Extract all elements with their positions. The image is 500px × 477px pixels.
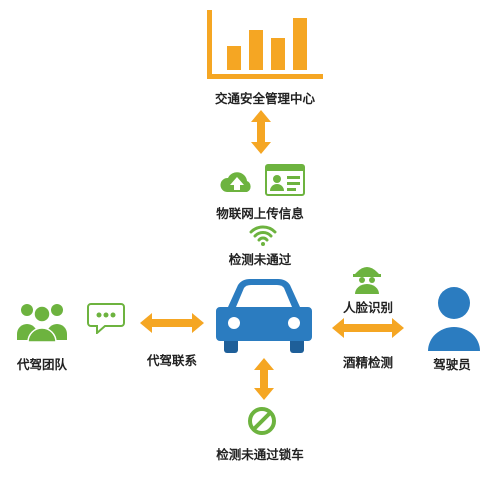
wifi-icon bbox=[249, 224, 277, 246]
car-icon bbox=[214, 277, 314, 355]
driver-label: 驾驶员 bbox=[433, 357, 471, 372]
traffic-center-label: 交通安全管理中心 bbox=[214, 91, 315, 106]
fail-check-label: 检测未通过 bbox=[228, 252, 292, 267]
group-icon bbox=[16, 302, 68, 342]
face-recognition-label: 人脸识别 bbox=[342, 300, 393, 315]
driving-contact-label: 代驾联系 bbox=[146, 353, 197, 368]
prohibited-icon bbox=[247, 406, 277, 436]
alcohol-test-label: 酒精检测 bbox=[342, 355, 393, 370]
driving-team-label: 代驾团队 bbox=[16, 357, 67, 372]
iot-upload-label: 物联网上传信息 bbox=[216, 206, 304, 221]
id-card-icon bbox=[265, 164, 305, 196]
bar-chart-icon bbox=[207, 10, 325, 82]
person-icon bbox=[426, 285, 482, 351]
horizontal-arrow-left-icon bbox=[140, 313, 204, 333]
chat-bubble-icon bbox=[87, 302, 125, 334]
horizontal-arrow-right-icon bbox=[332, 318, 404, 338]
spy-icon bbox=[351, 262, 383, 294]
vertical-arrow-top-icon bbox=[251, 110, 271, 154]
vertical-arrow-bottom-icon bbox=[254, 358, 274, 400]
cloud-upload-icon bbox=[219, 168, 255, 198]
fail-lock-label: 检测未通过锁车 bbox=[216, 447, 304, 462]
